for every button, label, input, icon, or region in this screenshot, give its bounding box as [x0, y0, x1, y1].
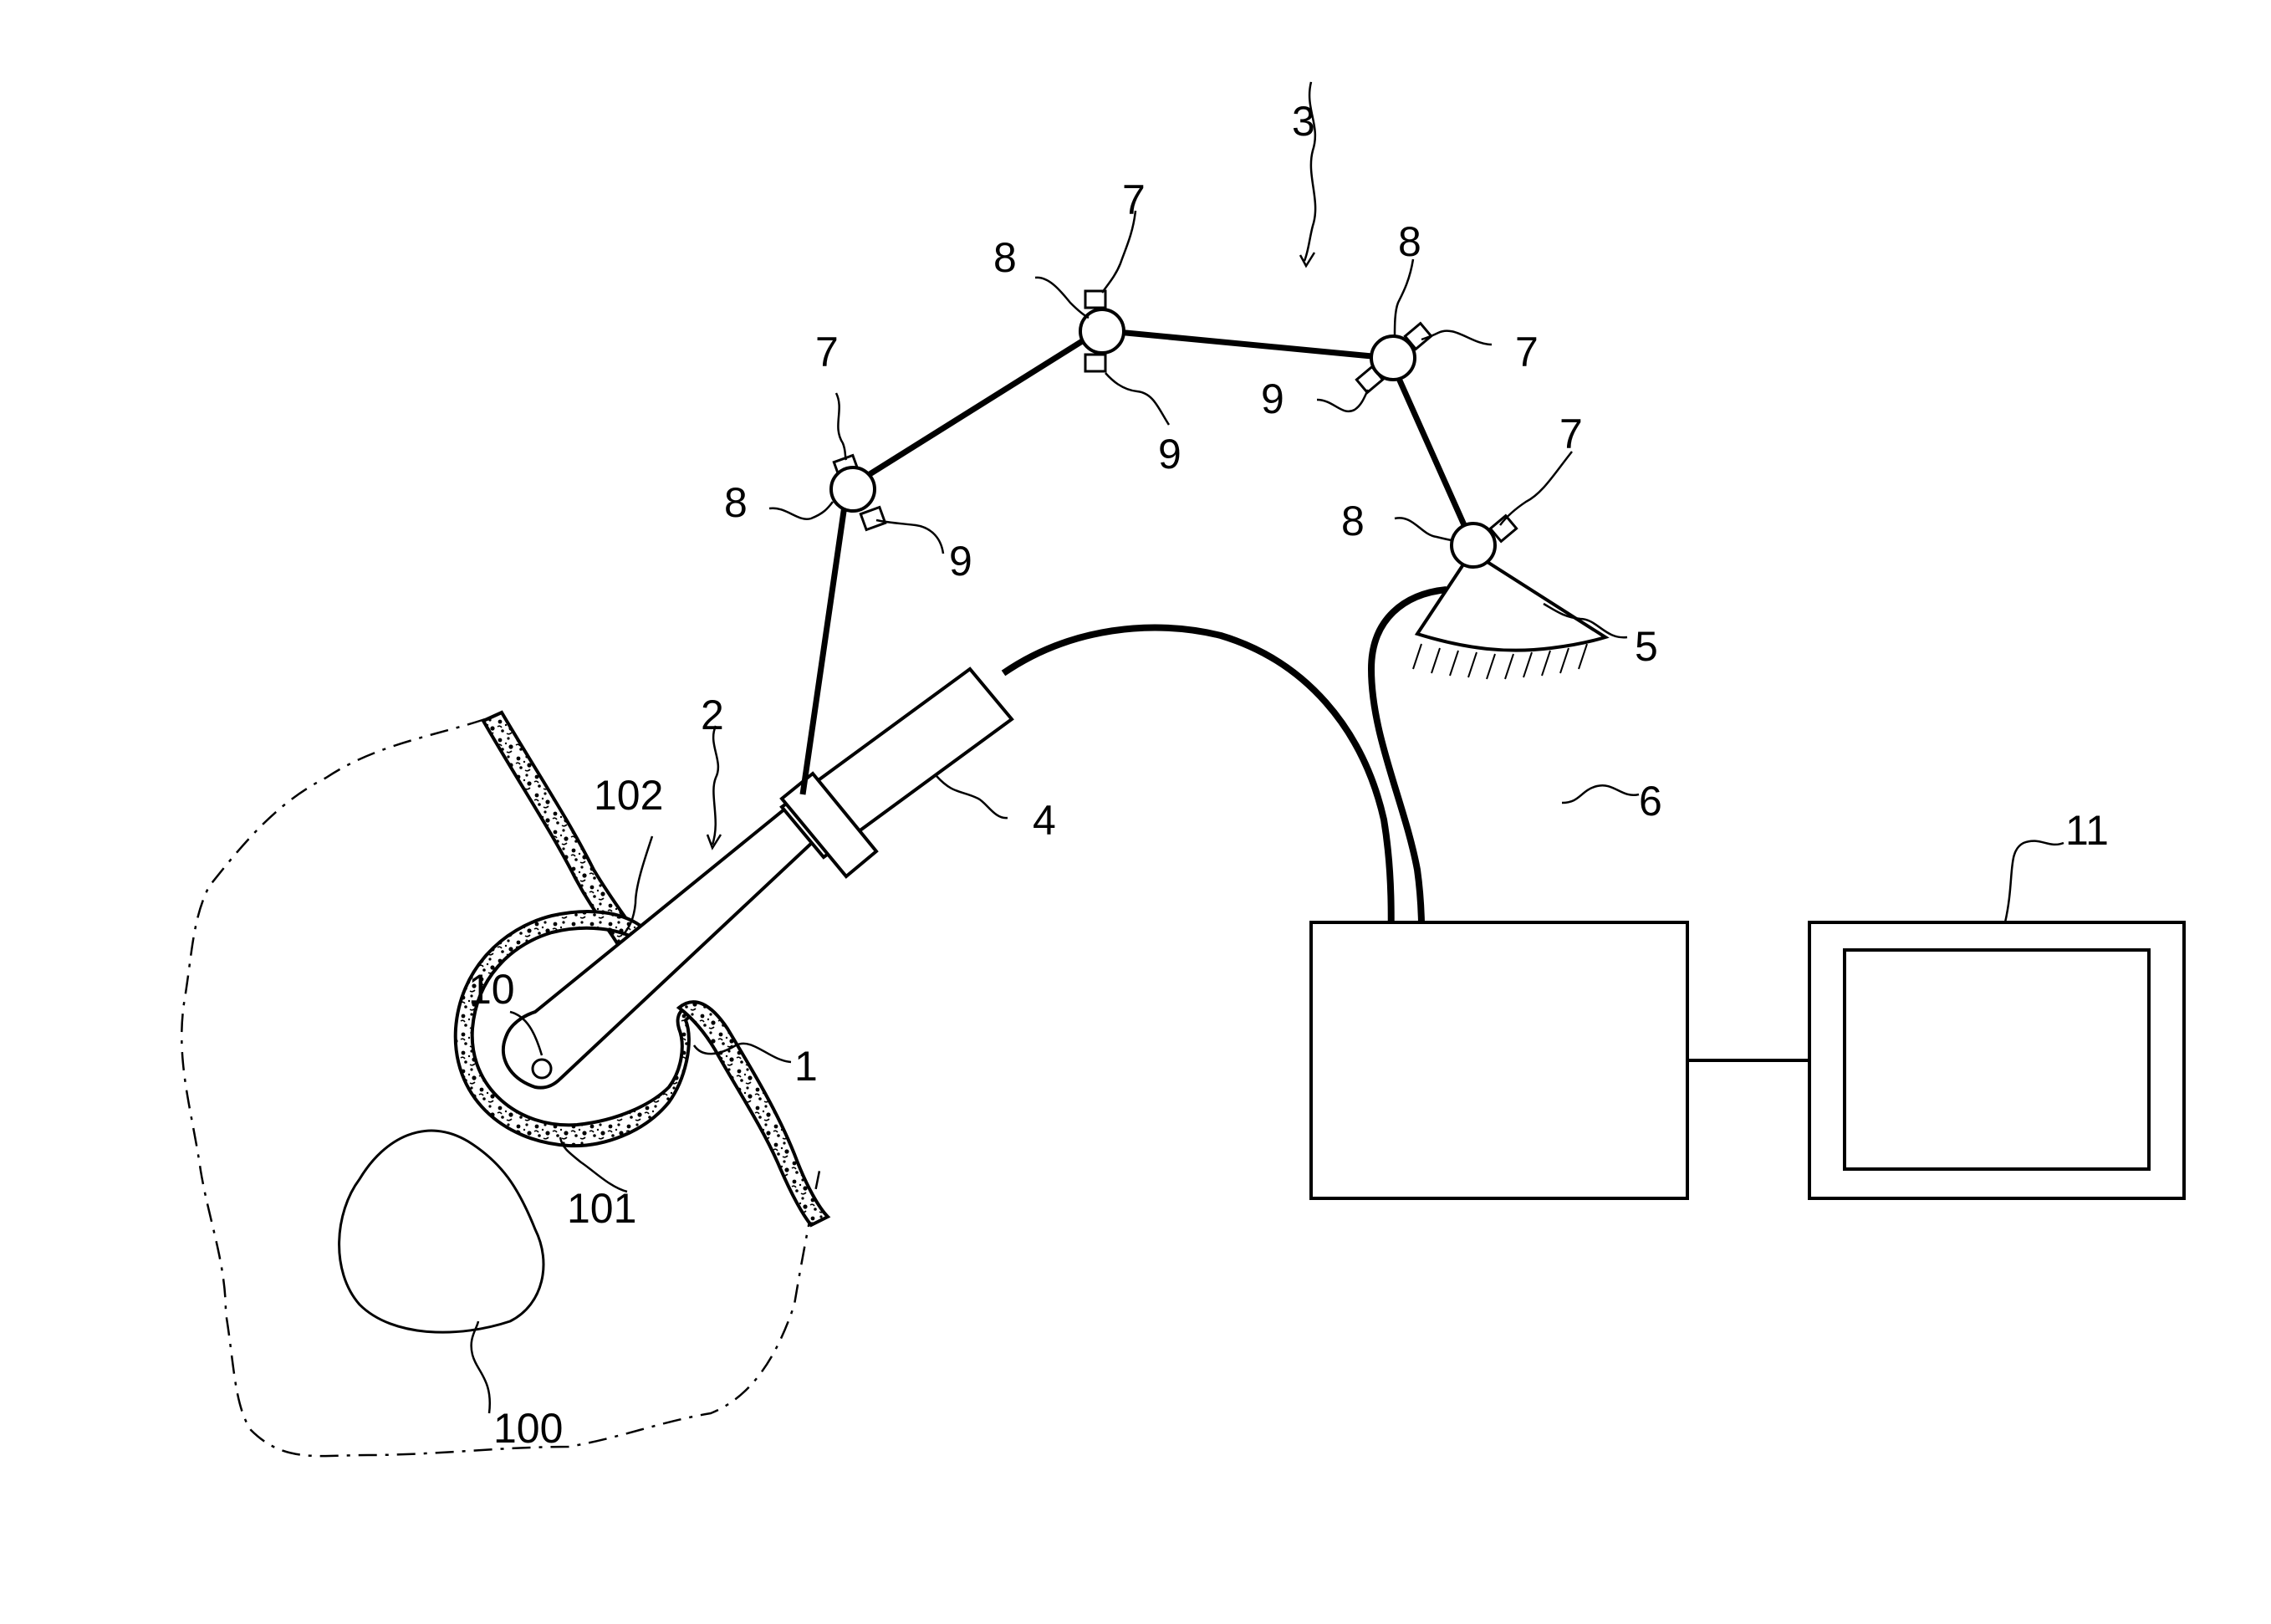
label-joint-2: 8 [993, 234, 1017, 281]
label-device: 2 [701, 692, 724, 738]
label-tumor: 100 [493, 1405, 563, 1452]
label-probe: 4 [1033, 797, 1056, 844]
joint-2 [1080, 291, 1124, 371]
tumor-outline [339, 1131, 544, 1332]
label-joint-1: 8 [724, 479, 748, 526]
label-base: 5 [1635, 623, 1658, 670]
label-sensor-4: 7 [1559, 411, 1583, 457]
label-brake-3: 9 [1261, 375, 1284, 422]
body-outline [181, 719, 819, 1456]
display-screen [1845, 950, 2149, 1169]
label-needle: 1 [794, 1043, 818, 1090]
base-fan [1417, 552, 1605, 651]
label-passage: 102 [594, 772, 663, 819]
controller-box [1311, 922, 1687, 1198]
label-brake-2: 9 [1158, 431, 1181, 477]
label-wall: 101 [567, 1185, 636, 1232]
label-brake-1: 9 [949, 538, 972, 585]
label-tip: 10 [468, 966, 515, 1013]
skin-lower [679, 1002, 828, 1225]
label-sensor-2: 7 [1122, 176, 1146, 223]
base-cable [1371, 590, 1447, 978]
label-sensor-3: 7 [1515, 329, 1539, 375]
tip-marker [533, 1060, 551, 1078]
label-joint-3: 8 [1398, 218, 1421, 265]
label-joint-4: 8 [1341, 498, 1365, 544]
label-sensor-1: 7 [815, 329, 839, 375]
label-system: 3 [1292, 98, 1315, 145]
leader-lines [472, 82, 2064, 1413]
label-display: 11 [2065, 807, 2109, 854]
label-controller: 6 [1639, 778, 1662, 825]
